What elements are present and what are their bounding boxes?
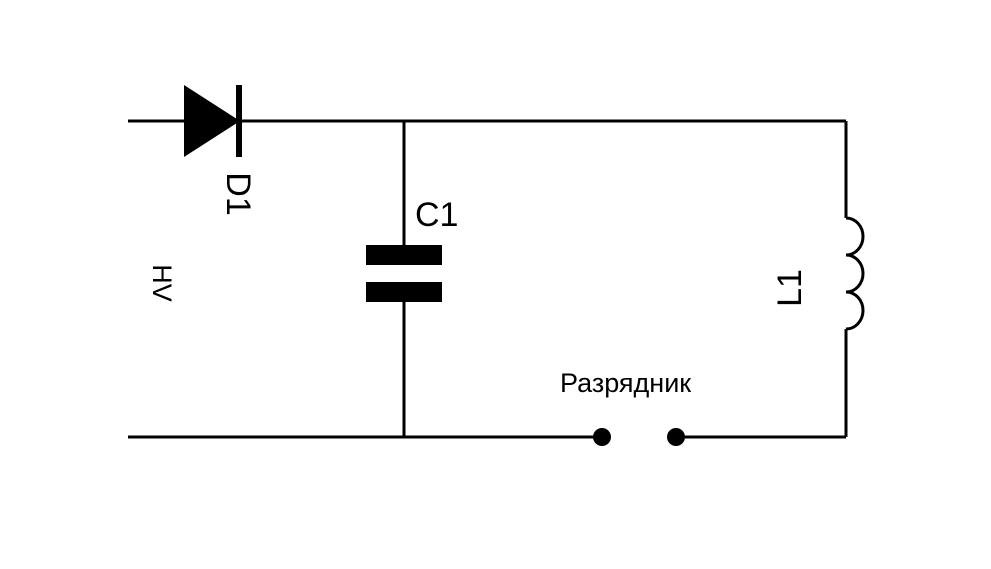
capacitor-label: C1: [415, 196, 458, 234]
spark-gap-icon: [593, 428, 685, 446]
spark-gap-label: Разрядник: [560, 368, 691, 398]
inductor-label: L1: [771, 269, 809, 307]
capacitor-icon: [366, 245, 442, 302]
diode-icon: [184, 85, 242, 157]
diode-label: D1: [219, 172, 257, 215]
inductor-icon: [845, 216, 865, 331]
source-label: HV: [147, 264, 177, 302]
